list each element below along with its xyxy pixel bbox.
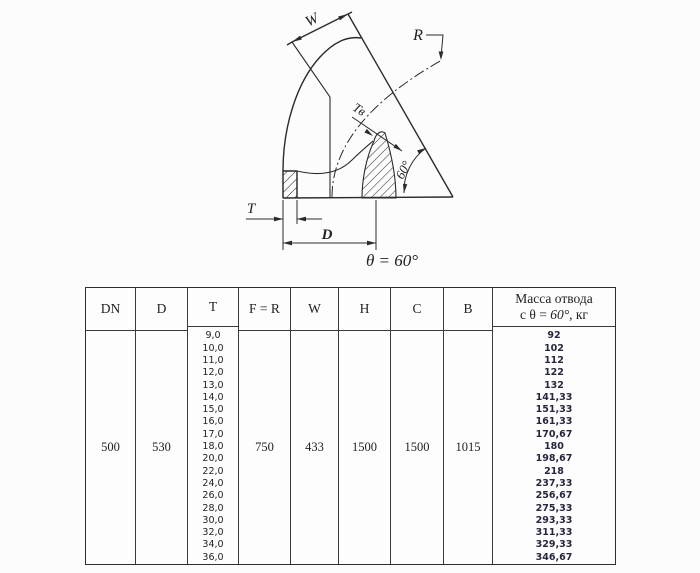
column-header-mass: Масса отвода с θ = 60°, кг xyxy=(493,288,615,328)
column-b: B 1015 xyxy=(444,288,493,564)
column-h: H 1500 xyxy=(339,288,391,564)
column-header-b: B xyxy=(444,288,492,331)
radius-leader: R xyxy=(412,27,444,60)
column-header-w: W xyxy=(291,288,338,331)
cell-h: 1500 xyxy=(352,440,377,454)
d-label: D xyxy=(321,227,333,243)
mass-header-line2: с θ = 60°, кг xyxy=(520,307,588,323)
mass-header-angle: 60° xyxy=(550,307,570,323)
cell-c: 1500 xyxy=(404,440,430,454)
cell-w: 433 xyxy=(305,440,324,454)
column-c: C 1500 xyxy=(391,288,444,564)
column-mass: Масса отвода с θ = 60°, кг 92 102 112 12… xyxy=(493,288,615,564)
column-d: D 530 xyxy=(136,288,188,564)
cell-fr: 750 xyxy=(255,440,274,454)
wall-section-left xyxy=(282,170,298,199)
cell-b: 1015 xyxy=(455,440,481,454)
w-dimension: W xyxy=(292,10,348,42)
radius-label: R xyxy=(412,27,423,44)
dimensions-table: DN 500 D 530 T 9,0 10,0 11,0 12,0 13,0 1… xyxy=(85,287,616,565)
cell-t-values: 9,0 10,0 11,0 12,0 13,0 14,0 15,0 16,0 1… xyxy=(202,330,224,563)
column-header-fr: F = R xyxy=(239,288,290,331)
angle-label: 60° xyxy=(392,158,414,181)
cell-mass-values: 92 102 112 122 132 141,33 151,33 161,33 … xyxy=(535,330,573,563)
column-header-d: D xyxy=(136,288,187,331)
column-header-h: H xyxy=(339,288,390,331)
mass-header-line1: Масса отвода xyxy=(515,291,593,307)
t-dimension: T xyxy=(246,200,322,250)
column-dn: DN 500 xyxy=(86,288,136,564)
cell-d: 530 xyxy=(152,440,171,454)
theta-caption: θ = 60° xyxy=(366,251,418,270)
column-fr: F = R 750 xyxy=(239,288,291,564)
tv-label: Тв xyxy=(350,100,369,120)
elbow-inner-lines xyxy=(291,41,374,198)
angle-dimension: 60° xyxy=(392,147,427,194)
w-label: W xyxy=(303,10,323,31)
wall-section-right xyxy=(361,131,397,199)
column-header-t: T xyxy=(188,288,238,328)
cell-dn: 500 xyxy=(101,440,120,454)
column-t: T 9,0 10,0 11,0 12,0 13,0 14,0 15,0 16,0… xyxy=(188,288,239,564)
bend-centerline xyxy=(331,59,443,198)
t-label: T xyxy=(247,201,257,217)
d-dimension: D xyxy=(283,200,377,250)
elbow-drawing: R W 60° Тв T xyxy=(246,10,454,270)
column-header-dn: DN xyxy=(86,288,135,331)
column-header-c: C xyxy=(391,288,443,331)
column-w: W 433 xyxy=(291,288,339,564)
